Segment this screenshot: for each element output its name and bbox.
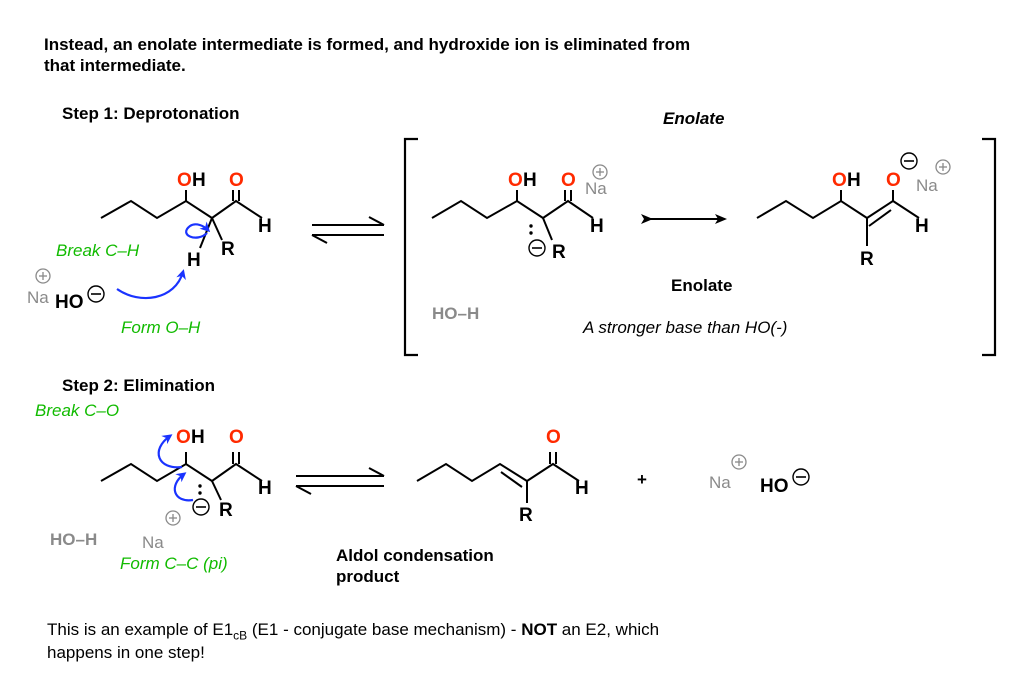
enolate-right-aldehyde-h: H [915,216,929,237]
step1-hydroxide-minus-icon [87,285,105,303]
product-label-line2: product [336,567,400,586]
step2-form-label: Form C–C (pi) [120,554,228,573]
step2-molecule [100,452,263,501]
enolate-left-hydroxyl-o: O [508,170,523,191]
step1-molecule [100,190,263,249]
step2-ho-h: HO–H [50,530,97,549]
enolate-left-na-plus-icon [592,164,608,180]
step1-na: Na [27,288,49,307]
step2-hydroxyl-h: H [191,427,205,448]
enolate-left-lone-pair-dot1 [529,224,533,228]
enolate-note: A stronger base than HO(-) [582,318,787,337]
step1-title: Step 1: Deprotonation [62,104,240,123]
step1-carbonyl-o: O [229,170,244,191]
intro-line-1: Instead, an enolate intermediate is form… [44,35,691,54]
step1-form-oh-arrow [116,269,186,300]
footer-prefix: This is an example of E1 [47,620,234,639]
step2-carbonyl-o: O [229,427,244,448]
footer-line-1: This is an example of E1cB (E1 - conjuga… [47,620,659,642]
enolate-left-aldehyde-h: H [590,216,604,237]
product-carbonyl-o: O [546,427,561,448]
step2-product-na: Na [709,473,731,492]
step1-hydroxyl-o: O [177,170,192,191]
footer-middle: (E1 - conjugate base mechanism) - [247,620,522,639]
product-label-line1: Aldol condensation [336,546,494,565]
step1-hydroxyl-h: H [192,170,206,191]
step2-hydroxyl-o: O [176,427,191,448]
step2-carbanion-minus-icon [192,498,210,516]
enolate-left-carbanion-minus-icon [528,239,546,257]
step1-ho: HO [55,292,84,313]
step2-form-cc-arrow [173,472,194,502]
enolate-right-hydroxyl-h: H [847,170,861,191]
product-molecule [416,452,580,503]
enolate-left-na: Na [585,179,607,198]
footer-line-2: happens in one step! [47,643,205,662]
step1-aldehyde-h: H [258,216,272,237]
step1-break-label: Break C–H [56,241,140,260]
step2-break-label: Break C–O [35,401,119,420]
footer-subscript: cB [233,628,248,643]
step2-equilibrium-arrow [295,467,385,495]
step2-lone-pair-dot1 [198,484,202,488]
enolate-right-na-plus-icon [935,159,951,175]
step1-na-plus-icon [35,268,51,284]
step2-product-ho: HO [760,476,789,497]
enolate-left-carbonyl-o: O [561,170,576,191]
enolate-center-label: Enolate [671,276,732,295]
step2-aldehyde-h: H [258,478,272,499]
step2-na: Na [142,533,164,552]
enolate-left-molecule [431,190,594,241]
step2-title: Step 2: Elimination [62,376,215,395]
step1-equilibrium-arrow [311,216,385,244]
step2-na-plus-icon [165,510,181,526]
intro-line-2: that intermediate. [44,56,186,75]
footer-suffix: an E2, which [557,620,660,639]
enolate-box-ho-h: HO–H [432,304,479,323]
product-aldehyde-h: H [575,478,589,499]
enolate-right-molecule [756,190,920,246]
enolate-left-lone-pair-dot2 [529,231,533,235]
enolate-header: Enolate [663,109,724,128]
product-r-group: R [519,505,533,526]
enolate-left-r-group: R [552,242,566,263]
step1-r-group: R [221,239,235,260]
step2-product-hydroxide-minus-icon [792,468,810,486]
step2-product-na-plus-icon [731,454,747,470]
enolate-right-oxygen-minus-icon [900,152,918,170]
enolate-right-r-group: R [860,249,874,270]
right-bracket [982,137,997,357]
step1-form-label: Form O–H [121,318,201,337]
enolate-right-hydroxyl-o: O [832,170,847,191]
left-bracket [403,137,418,357]
footer-bold: NOT [521,620,558,639]
step2-lone-pair-dot2 [198,491,202,495]
step2-r-group: R [219,500,233,521]
plus-sign: + [637,470,647,489]
enolate-right-enolate-o: O [886,170,901,191]
enolate-right-na: Na [916,176,938,195]
step1-alpha-h: H [187,250,201,271]
enolate-left-hydroxyl-h: H [523,170,537,191]
step2-break-co-arrow [157,434,183,469]
step1-break-ch-arrow [185,221,211,239]
